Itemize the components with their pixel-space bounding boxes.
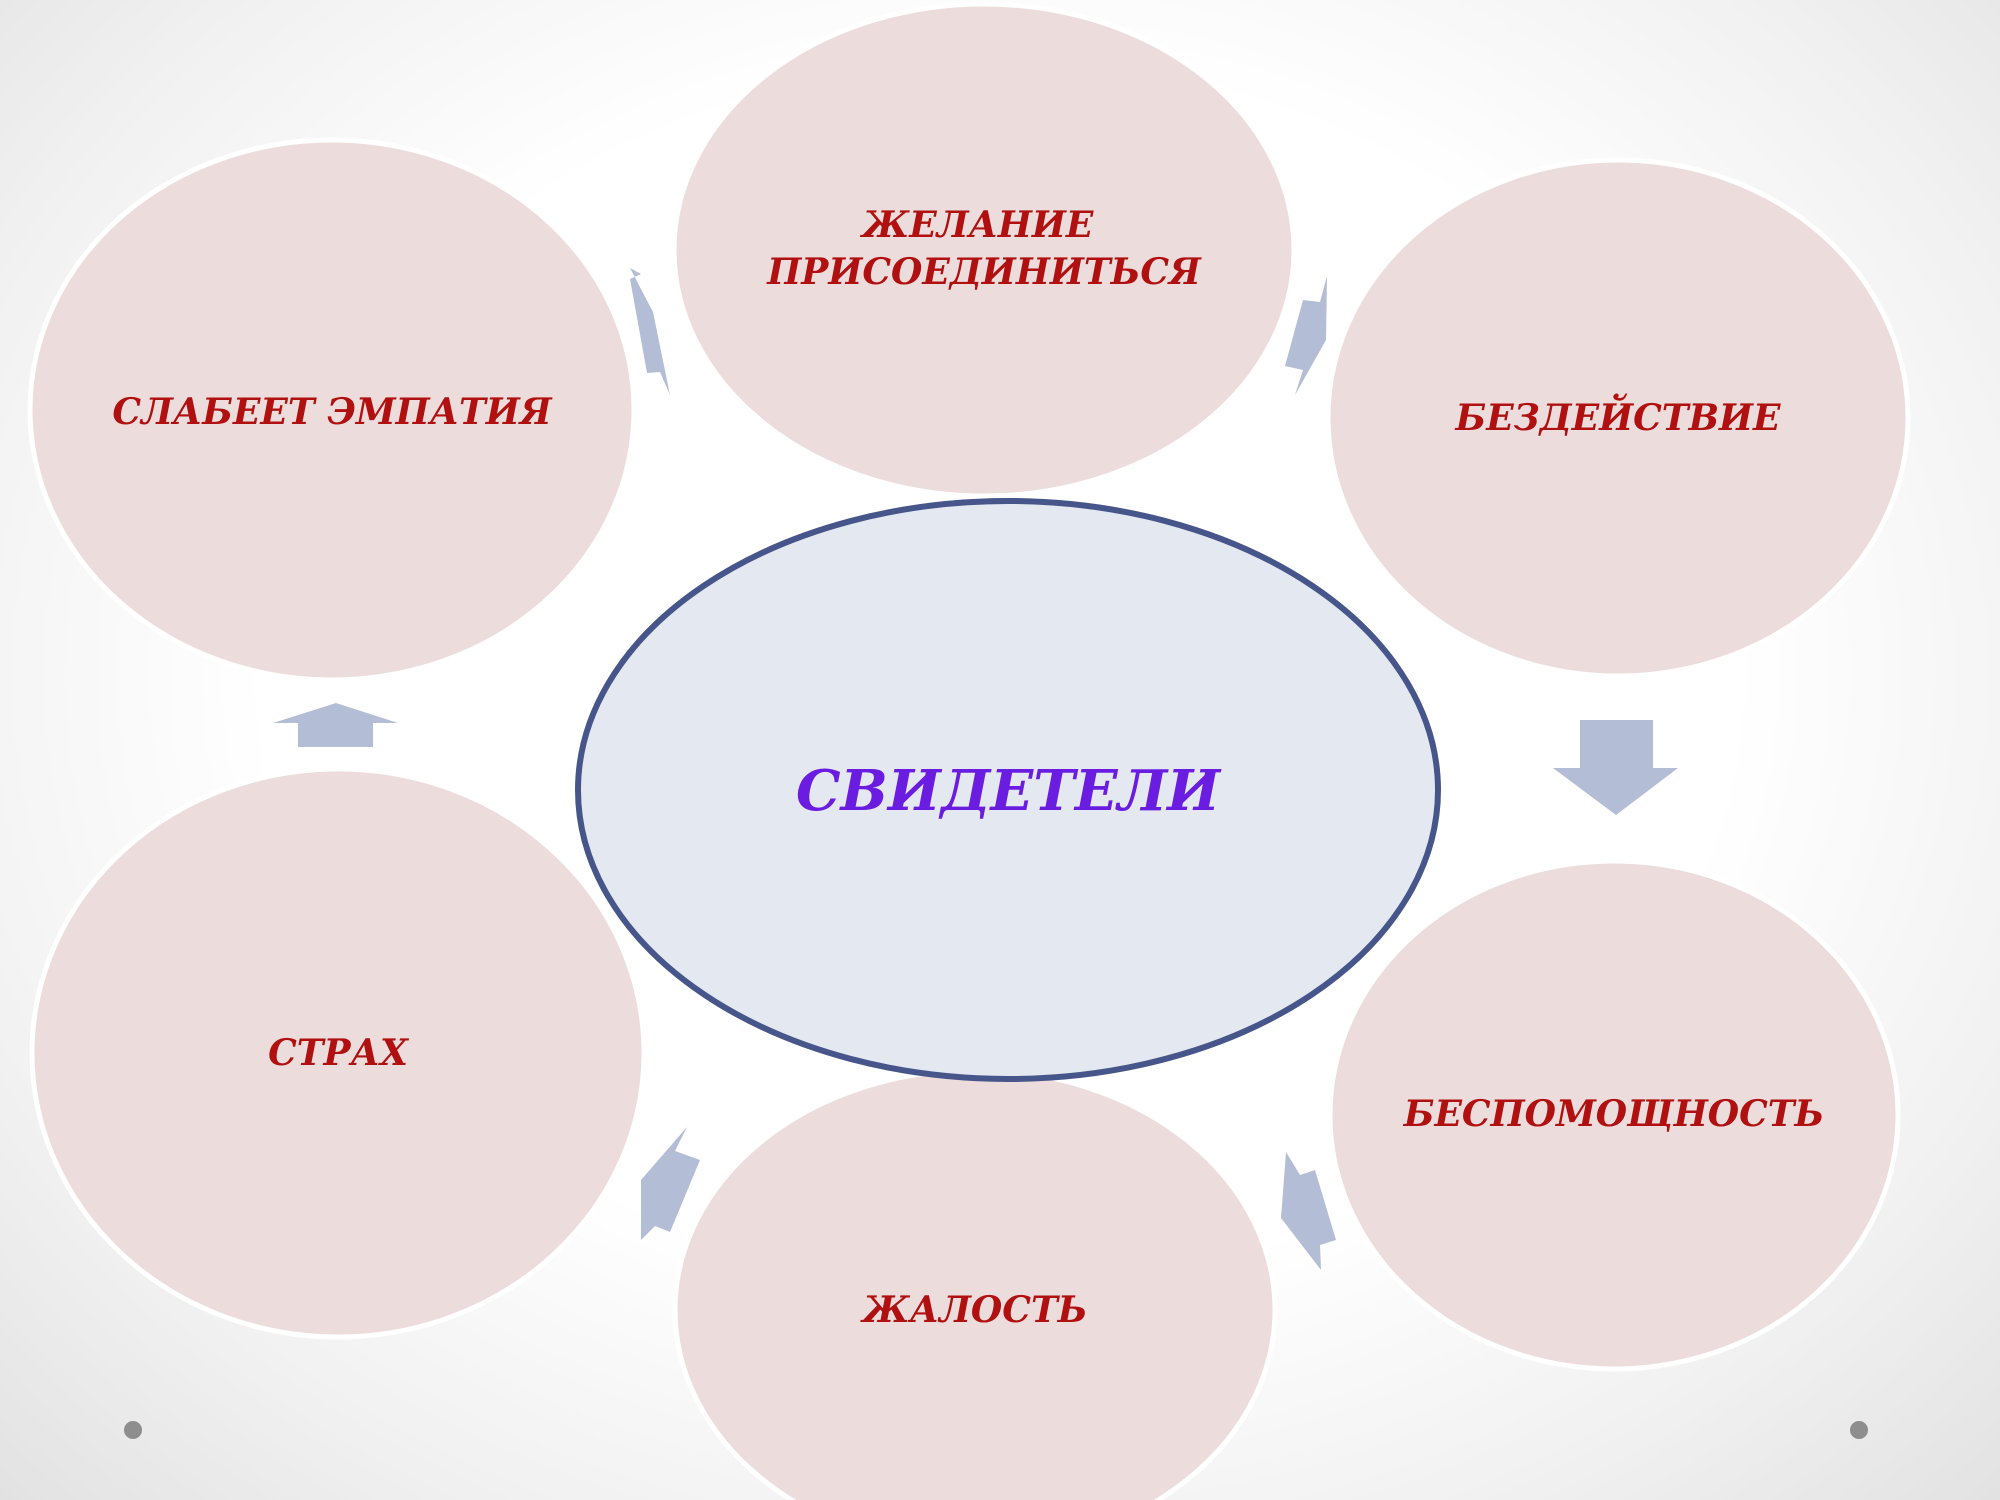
node-pity-label: ЖАЛОСТЬ bbox=[860, 1289, 1088, 1331]
node-inaction-label: БЕЗДЕЙСТВИЕ bbox=[1455, 394, 1782, 439]
node-desire-label: ЖЕЛАНИЕ ПРИСОЕДИНИТЬСЯ bbox=[766, 204, 1202, 293]
slide-dot-icon-left bbox=[124, 1421, 142, 1439]
arrow-icon-empathy-to-desire bbox=[630, 268, 670, 395]
node-helplessness-label: БЕСПОМОЩНОСТЬ bbox=[1403, 1093, 1825, 1135]
node-desire: ЖЕЛАНИЕ ПРИСОЕДИНИТЬСЯ bbox=[671, 1, 1297, 499]
node-pity-ellipse bbox=[672, 1067, 1278, 1500]
arrow-icon-pity-to-fear bbox=[641, 1127, 700, 1240]
node-inaction: БЕЗДЕЙСТВИЕ bbox=[1325, 157, 1911, 679]
node-empathy-weakens: СЛАБЕЕТ ЭМПАТИЯ bbox=[27, 137, 637, 683]
node-helplessness: БЕСПОМОЩНОСТЬ bbox=[1327, 858, 1901, 1372]
center-node-ellipse bbox=[575, 498, 1441, 1082]
node-inaction-ellipse bbox=[1325, 157, 1911, 679]
node-fear-ellipse bbox=[29, 766, 647, 1340]
center-node: СВИДЕТЕЛИ bbox=[575, 498, 1441, 1082]
arrow-icon-inaction-to-helplessness bbox=[1553, 720, 1678, 815]
slide-dot-icon-right bbox=[1850, 1421, 1868, 1439]
node-pity: ЖАЛОСТЬ bbox=[672, 1067, 1278, 1500]
arrow-icon-desire-to-inaction bbox=[1285, 276, 1327, 395]
node-fear-label: СТРАХ bbox=[268, 1032, 410, 1074]
node-empathy-weakens-label: СЛАБЕЕТ ЭМПАТИЯ bbox=[112, 391, 552, 433]
node-fear: СТРАХ bbox=[29, 766, 647, 1340]
cycle-arrows bbox=[273, 268, 1678, 1270]
arrow-icon-fear-to-empathy bbox=[273, 703, 398, 747]
arrow-icon-helplessness-to-pity bbox=[1281, 1152, 1336, 1270]
node-helplessness-ellipse bbox=[1327, 858, 1901, 1372]
node-desire-ellipse bbox=[671, 1, 1297, 499]
center-node-label: СВИДЕТЕЛИ bbox=[796, 758, 1222, 824]
node-empathy-weakens-ellipse bbox=[27, 137, 637, 683]
